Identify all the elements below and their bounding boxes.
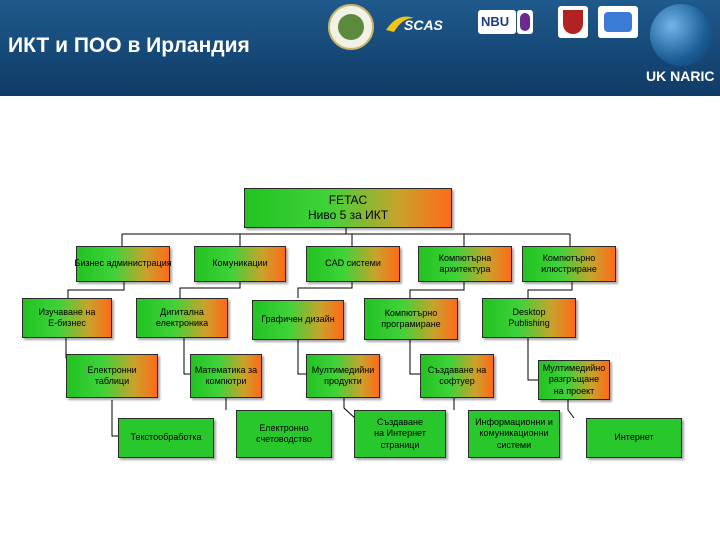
node-label: Текстообработка	[130, 432, 202, 443]
node-ebusiness: Изучаване на Е-бизнес	[22, 298, 112, 338]
node-label: Мултимедийни продукти	[311, 364, 375, 386]
node-label: FETAC Ниво 5 за ИКТ	[307, 193, 389, 222]
connector-line	[297, 280, 353, 298]
node-business-administration: Бизнес администрация	[74, 246, 172, 282]
node-electronic-accounting: Електронно счетоводство	[236, 410, 332, 458]
connector-line	[567, 400, 575, 419]
university-crest-icon	[558, 6, 588, 38]
node-label: Графичен дизайн	[261, 314, 335, 325]
node-label: Бизнес администрация	[74, 258, 172, 269]
node-multimedia-deployment: Мултимедийно разгръщане на проект	[538, 360, 610, 400]
node-label: Комуникации	[212, 258, 268, 269]
slide-header: ИКТ и ПОО в Ирландия SCAS NBU UK NARIC	[0, 0, 720, 96]
nbu-logo-text: NBU	[481, 14, 510, 29]
connector-line	[297, 340, 306, 375]
node-label: Електронни таблици	[87, 364, 137, 386]
node-label: Интернет	[614, 432, 654, 443]
node-label: Компютърно илюстриране	[541, 252, 597, 274]
node-label: Мултимедийно разгръщане на проект	[542, 363, 606, 396]
nbu-emblem-icon	[517, 10, 533, 34]
node-label: Изучаване на Е-бизнес	[38, 306, 96, 328]
node-label: Desktop Publishing	[508, 306, 550, 328]
node-cad-systems: CAD системи	[306, 246, 400, 282]
connector-line	[179, 280, 241, 298]
connector-line	[409, 280, 465, 298]
node-label: Компютърно програмиране	[381, 307, 441, 329]
node-label: Дигитална електроника	[155, 306, 209, 328]
connector-line	[527, 338, 540, 381]
node-computer-architecture: Компютърна архитектура	[418, 246, 512, 282]
connector-line	[343, 398, 358, 421]
connector-line	[527, 280, 573, 298]
node-label: Компютърна архитектура	[438, 252, 492, 274]
node-word-processing: Текстообработка	[118, 418, 214, 458]
node-internet: Интернет	[586, 418, 682, 458]
connector-line	[67, 282, 125, 298]
scas-swoosh-icon	[386, 16, 414, 32]
node-computer-programming: Компютърно програмиране	[364, 298, 458, 340]
node-label: Информационни и комуникационни системи	[475, 417, 553, 450]
community-center-logo	[328, 4, 374, 50]
fm-logo	[598, 6, 638, 38]
node-label: Създаване на софтуер	[427, 364, 487, 386]
node-label: Създаване на Интернет страници	[374, 417, 426, 450]
node-graphic-design: Графичен дизайн	[252, 300, 344, 340]
connector-line	[183, 338, 192, 375]
slide-title: ИКТ и ПОО в Ирландия	[8, 34, 250, 57]
node-software-development: Създаване на софтуер	[420, 354, 494, 398]
node-label: Математика за компютри	[194, 364, 258, 386]
node-label: Електронно счетоводство	[256, 422, 312, 444]
connector-line	[111, 400, 118, 437]
root-node-fetac: FETAC Ниво 5 за ИКТ	[244, 188, 452, 228]
globe-icon	[650, 4, 712, 66]
node-spreadsheets: Електронни таблици	[66, 354, 158, 398]
nbu-logo: NBU	[478, 10, 516, 34]
node-label: CAD системи	[325, 258, 381, 269]
node-ict-systems: Информационни и комуникационни системи	[468, 410, 560, 458]
uk-naric-logo: UK NARIC	[646, 68, 715, 84]
connector-line	[409, 340, 420, 375]
scas-logo: SCAS	[384, 8, 443, 38]
node-digital-electronics: Дигитална електроника	[136, 298, 228, 338]
node-multimedia-products: Мултимедийни продукти	[306, 354, 380, 398]
scas-logo-text: SCAS	[404, 17, 443, 33]
node-math-for-computers: Математика за компютри	[190, 354, 262, 398]
node-web-pages: Създаване на Интернет страници	[354, 410, 446, 458]
node-communications: Комуникации	[194, 246, 286, 282]
node-computer-illustration: Компютърно илюстриране	[522, 246, 616, 282]
node-desktop-publishing: Desktop Publishing	[482, 298, 576, 338]
